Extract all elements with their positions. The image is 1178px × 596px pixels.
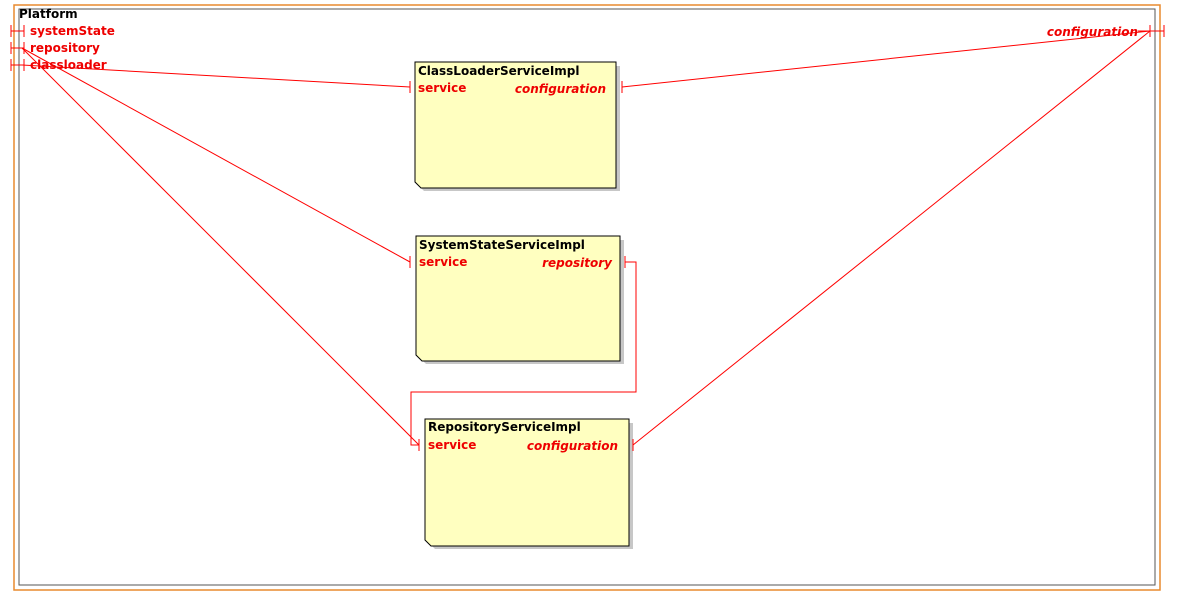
platform-port-repository-label: repository [30,41,100,55]
configuration-port: configuration [515,81,623,96]
connector-systemstate-repository-to-repository-service [410,261,637,446]
platform-title: Platform [19,7,78,21]
component-repository-service-impl: RepositoryServiceImpl service configurat… [418,418,634,549]
platform-frame: Platform [13,4,1161,591]
service-port-label: service [419,255,467,269]
connector-configuration-to-classloader [621,30,1151,88]
platform-port-systemstate: systemState [10,24,115,38]
platform-port-classloader: classloader [10,58,107,72]
component-box [415,235,621,362]
connector-classloader-to-classloader-service [21,64,411,88]
component-box [424,418,630,547]
platform-port-repository: repository [10,41,100,55]
connector-configuration-to-repository [632,30,1151,446]
service-port: service [418,438,476,452]
component-classloader-service-impl: ClassLoaderServiceImpl service configura… [409,61,623,191]
service-port-label: service [418,81,466,95]
component-title: ClassLoaderServiceImpl [418,64,580,78]
service-port-label: service [428,438,476,452]
connector-systemstate-to-systemstate-service [21,47,411,263]
component-systemstate-service-impl: SystemStateServiceImpl service repositor… [409,235,626,364]
repository-port-label: repository [542,256,613,270]
service-port: service [409,255,467,269]
configuration-port-label: configuration [527,439,618,453]
platform-port-configuration: configuration [1047,25,1165,39]
component-title: RepositoryServiceImpl [428,420,581,434]
connectors [21,30,1151,446]
connector-repository-to-repository-service [21,47,420,446]
platform-port-configuration-label: configuration [1047,25,1138,39]
component-box [414,61,617,189]
repository-port: repository [542,256,626,270]
component-title: SystemStateServiceImpl [419,238,585,252]
platform-port-classloader-label: classloader [30,58,107,72]
configuration-port: configuration [527,439,634,453]
service-port: service [409,81,466,95]
platform-port-systemstate-label: systemState [30,24,115,38]
configuration-port-label: configuration [515,82,606,96]
